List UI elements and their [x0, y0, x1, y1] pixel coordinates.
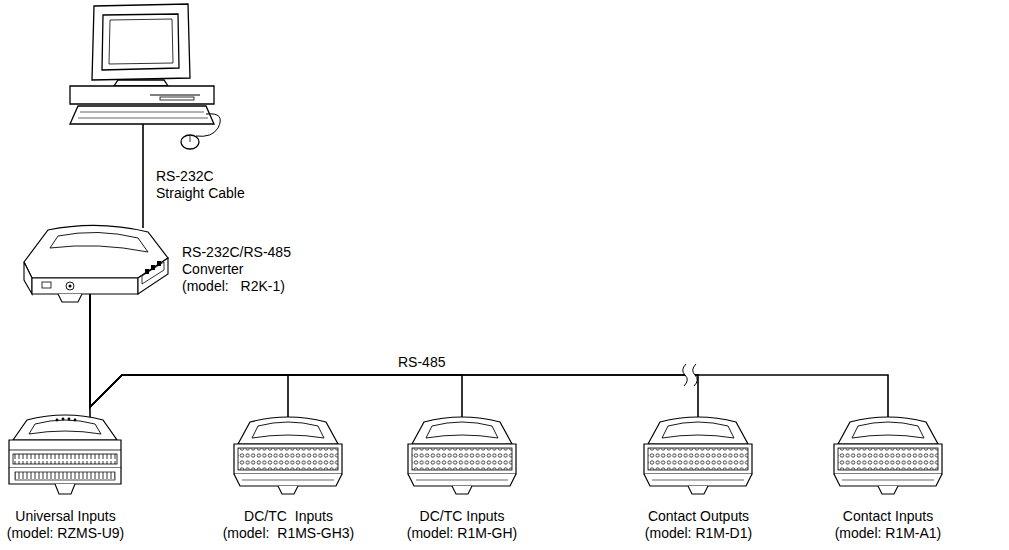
- device-label: DC/TC Inputs (model: R1MS-GH3): [220, 508, 357, 542]
- device-label: DC/TC Inputs (model: R1M-GH): [404, 508, 520, 542]
- device-label: RS-232C/RS-485 Converter (model: R2K-1): [182, 244, 296, 295]
- device-label: Universal Inputs (model: RZMS-U9): [4, 508, 127, 542]
- device-picture: [638, 410, 758, 502]
- io-module: Contact Outputs (model: R1M-D1): [638, 410, 758, 502]
- io-module: Contact Inputs (model: R1M-A1): [828, 410, 948, 502]
- cable-label: RS-232C Straight Cable: [156, 168, 250, 202]
- device-label: Contact Outputs (model: R1M-D1): [642, 508, 755, 542]
- device-picture: [18, 222, 174, 308]
- rs485-line: [90, 294, 462, 420]
- io-module: DC/TC Inputs (model: R1MS-GH3): [228, 410, 348, 502]
- rs485-line: [90, 294, 288, 420]
- device-label: Contact Inputs (model: R1M-A1): [832, 508, 944, 542]
- device-picture: [402, 410, 522, 502]
- rs485-line: [90, 294, 888, 420]
- io-module: DC/TC Inputs (model: R1M-GH): [402, 410, 522, 502]
- rs485-line: [90, 294, 698, 420]
- converter-unit: RS-232C/RS-485 Converter (model: R2K-1): [18, 222, 174, 308]
- rs232c-cable: [142, 124, 144, 228]
- device-picture: [228, 410, 348, 502]
- device-picture: [828, 410, 948, 502]
- io-module: Universal Inputs (model: RZMS-U9): [5, 410, 125, 502]
- device-picture: [5, 410, 125, 502]
- bus-label: RS-485: [398, 354, 445, 371]
